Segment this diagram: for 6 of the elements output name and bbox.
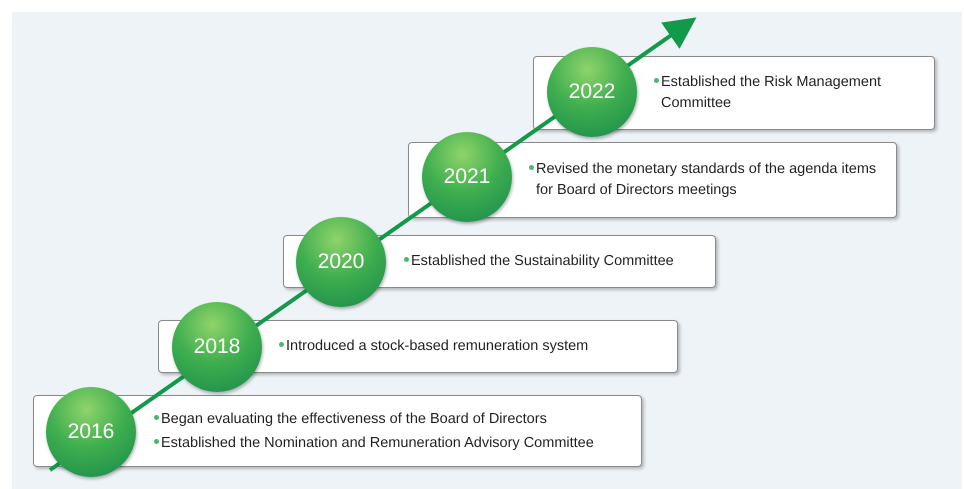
event-text: Established the Sustainability Committee [411,252,674,271]
event-text: Began evaluating the effectiveness of the Board of Directors [161,410,547,428]
event-text: Established the Risk Management Committee [661,73,882,113]
event-text: Revised the monetary standards of the agenda items for Board of Directors meetings [536,160,878,200]
event-text: Introduced a stock-based remuneration system [286,337,588,356]
event-text: Established the Nomination and Remuneration Advisory Committee [161,434,594,452]
